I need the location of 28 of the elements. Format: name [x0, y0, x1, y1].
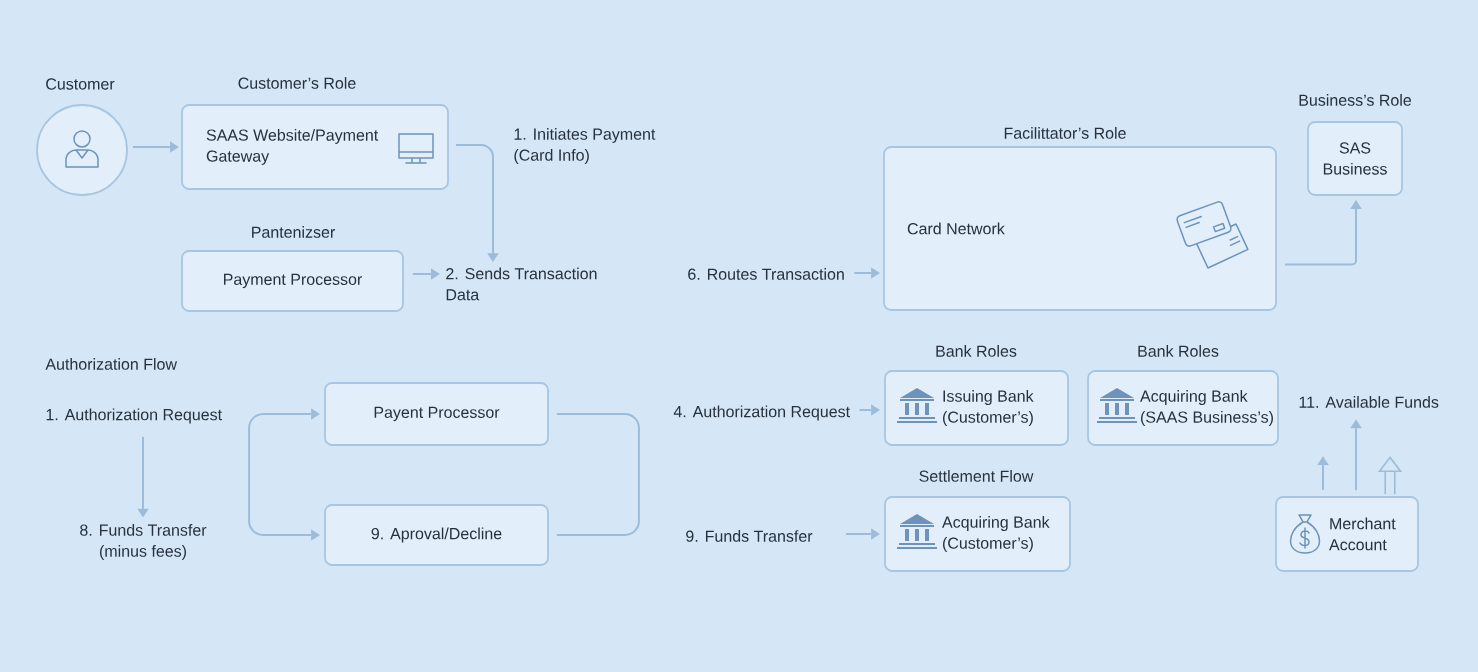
heading: Bank Roles — [936, 345, 1017, 357]
process-box: Payment Processor — [181, 250, 404, 312]
process-box: Card Network — [883, 146, 1277, 311]
edge-label: 1. Initiates Payment (Card Info) — [510, 125, 667, 167]
process-box: SAS Business — [1307, 121, 1403, 196]
section-heading: Authorization Flow — [45, 358, 178, 370]
process-box: Acquiring Bank (SAAS Business’s) — [1087, 370, 1279, 446]
process-box: Payent Processor — [324, 382, 549, 446]
step-label: 6. Routes Transaction — [688, 268, 844, 280]
heading: Customer — [46, 78, 115, 90]
step-label: 1. Authorization Request — [46, 408, 222, 424]
step-label: 4. Authorization Request — [673, 405, 850, 421]
process-box: Acquiring Bank (Customer’s) — [884, 496, 1071, 572]
process-box: SAAS Website/Payment Gateway — [181, 104, 449, 190]
heading: Facilittator’s Role — [1004, 127, 1126, 139]
connector-line — [555, 413, 640, 536]
heading: Customer’s Role — [238, 77, 356, 89]
step-label: 9. Funds Transfer — [686, 530, 813, 542]
heading: Business’s Role — [1299, 94, 1412, 106]
heading: Pantenizser — [252, 226, 335, 238]
heading: Settlement Flow — [919, 470, 1034, 482]
step-label: 8. Funds Transfer (minus fees) — [80, 524, 207, 560]
process-box: Merchant Account — [1275, 496, 1419, 572]
step-label: 11. Available Funds — [1299, 396, 1439, 408]
process-box: 9. Aproval/Decline — [324, 504, 549, 566]
step-label: 2. Sends Transaction Data — [446, 267, 597, 301]
process-box: Issuing Bank (Customer’s) — [884, 370, 1069, 446]
heading: Bank Roles — [1138, 345, 1219, 357]
